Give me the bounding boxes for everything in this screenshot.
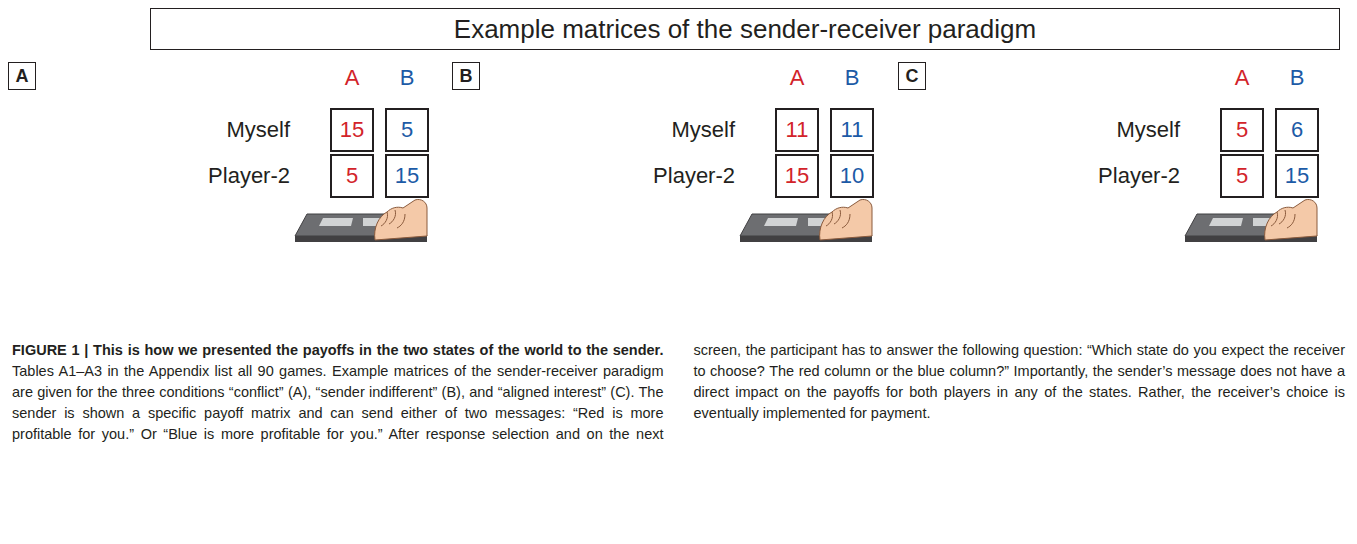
panel-letter-box: B [452,62,480,90]
row-label: Player-2 [1098,163,1180,189]
payoff-cell: 6 [1275,108,1319,152]
column-header: B [400,65,415,91]
row-label: Player-2 [653,163,735,189]
payoff-number: 11 [786,117,809,143]
row-label: Myself [226,117,290,143]
payoff-number: 5 [1236,163,1248,189]
payoff-number: 5 [1236,117,1248,143]
payoff-cell: 10 [830,154,874,198]
panel-letter-box: C [898,62,926,90]
column-header: A [790,65,805,91]
payoff-cell: 5 [1220,108,1264,152]
panel-letter: A [16,66,29,87]
payoff-cell: 15 [775,154,819,198]
payoff-cell: 15 [330,108,374,152]
payoff-number: 15 [395,163,419,189]
column-header: B [845,65,860,91]
payoff-number: 15 [1285,163,1309,189]
payoff-cell: 5 [330,154,374,198]
payoff-cell: 15 [385,154,429,198]
panel-letter: B [460,66,473,87]
panel-letter-box: A [8,62,36,90]
row-label: Player-2 [208,163,290,189]
payoff-cell: 11 [830,108,874,152]
caption-heading: FIGURE 1 | This is how we presented the … [12,342,664,358]
row-label: Myself [1116,117,1180,143]
payoff-number: 15 [340,117,364,143]
title-box: Example matrices of the sender-receiver … [150,8,1340,50]
row-label: Myself [671,117,735,143]
caption: FIGURE 1 | This is how we presented the … [12,340,1345,445]
payoff-cell: 5 [1220,154,1264,198]
column-header: B [1290,65,1305,91]
payoff-number: 11 [841,117,864,143]
payoff-number: 5 [401,117,413,143]
payoff-cell: 5 [385,108,429,152]
payoff-number: 5 [346,163,358,189]
payoff-number: 15 [785,163,809,189]
panel-letter: C [906,66,919,87]
payoff-number: 6 [1291,117,1303,143]
column-header: A [1235,65,1250,91]
column-header: A [345,65,360,91]
payoff-number: 10 [840,163,864,189]
payoff-cell: 11 [775,108,819,152]
payoff-cell: 15 [1275,154,1319,198]
